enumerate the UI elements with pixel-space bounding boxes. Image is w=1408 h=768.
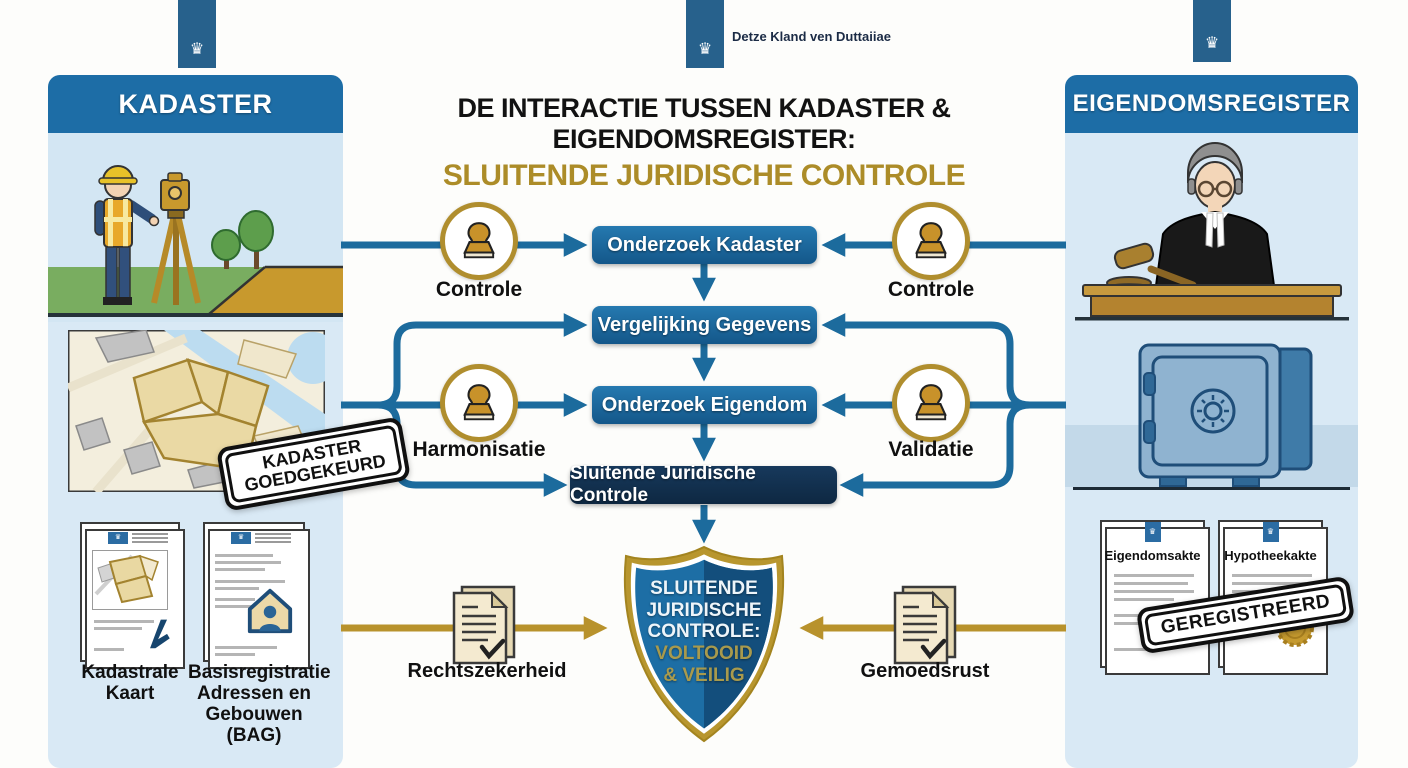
rubber-stamp-icon — [915, 222, 947, 259]
stamp-circle-harmonisatie — [440, 364, 518, 442]
title-line-1: DE INTERACTIE TUSSEN KADASTER & EIGENDOM… — [457, 93, 951, 154]
gemoedsrust-label: Gemoedsrust — [860, 660, 990, 682]
rechtszekerheid-documents-icon — [452, 585, 516, 665]
crown-emblem-icon: ♛ — [189, 41, 205, 58]
surveyor-illustration — [48, 133, 343, 322]
deed-ribbon-icon: ♛ — [1144, 522, 1161, 542]
flow-box-label: Sluitende Juridische Controle — [570, 463, 756, 506]
stamp-circle-validatie — [892, 364, 970, 442]
rubber-stamp-icon — [463, 384, 495, 421]
government-logo-banner-left: ♛ — [178, 0, 216, 68]
safe-dial-icon — [1190, 388, 1236, 434]
eigendomsregister-panel: EIGENDOMSREGISTER — [1065, 75, 1358, 768]
flow-box-label: Onderzoek Kadaster — [607, 233, 802, 256]
checkmark-icon — [920, 638, 947, 660]
shield-text: SLUITENDE JURIDISCHE CONTROLE: VOLTOOID … — [629, 578, 779, 686]
page-title: DE INTERACTIE TUSSEN KADASTER & EIGENDOM… — [352, 93, 1056, 193]
surveyor-figure — [94, 165, 160, 305]
government-agency-label: Detze Kland ven Duttaiiae — [732, 29, 891, 44]
deed-ribbon-icon: ♛ — [1262, 522, 1279, 542]
hypotheekakte-title: Hypotheekakte — [1224, 548, 1317, 563]
notary-figure — [1153, 142, 1277, 294]
notary-illustration — [1075, 142, 1349, 321]
rubber-stamp-icon — [463, 222, 495, 259]
validatie-label: Validatie — [888, 438, 974, 461]
government-logo-banner-right: ♛ — [1193, 0, 1231, 62]
controle-left-label: Controle — [435, 278, 523, 301]
tree-icon — [211, 210, 274, 269]
gemoedsrust-documents-icon — [893, 585, 957, 665]
rechtszekerheid-label: Rechtszekerheid — [407, 660, 567, 682]
controle-right-label: Controle — [887, 278, 975, 301]
kadaster-panel-header: KADASTER — [48, 75, 343, 133]
flow-box-vergelijking-gegevens: Vergelijking Gegevens — [592, 306, 817, 344]
kadastrale-kaart-document: ♛ — [80, 522, 185, 669]
shield-line-gold: & VEILIG — [663, 664, 745, 686]
checkmark-icon — [479, 638, 506, 660]
bag-document: ♛ — [203, 522, 310, 669]
flow-box-label: Onderzoek Eigendom — [601, 393, 808, 416]
mini-map-thumbnail — [92, 550, 168, 610]
flow-box-sluitende-juridische-controle: Sluitende Juridische Controle — [570, 463, 837, 506]
crown-emblem-icon: ♛ — [697, 41, 713, 58]
kadastrale-kaart-label: Kadastrale Kaart — [81, 662, 179, 704]
eigendomsakte-title: Eigendomsakte — [1104, 548, 1201, 563]
rubber-stamp-icon — [915, 384, 947, 421]
shield-badge: SLUITENDE JURIDISCHE CONTROLE: VOLTOOID … — [612, 542, 796, 748]
eigendomsregister-panel-header: EIGENDOMSREGISTER — [1065, 75, 1358, 133]
crown-emblem-icon: ♛ — [1204, 35, 1220, 52]
harmonisatie-label: Harmonisatie — [412, 438, 546, 461]
flow-box-onderzoek-kadaster: Onderzoek Kadaster — [592, 226, 817, 264]
mini-gov-logo: ♛ — [231, 532, 251, 544]
eigendomsregister-panel-title: EIGENDOMSREGISTER — [1072, 90, 1351, 117]
stamp-circle-controle-right — [892, 202, 970, 280]
flow-box-label: Vergelijking Gegevens — [597, 313, 812, 336]
title-line-2: SLUITENDE JURIDISCHE CONTROLE — [442, 159, 966, 192]
kadaster-panel-title: KADASTER — [118, 88, 273, 119]
bag-house-icon — [247, 588, 293, 634]
shield-line: JURIDISCHE — [646, 599, 762, 621]
mini-gov-logo: ♛ — [108, 532, 128, 544]
government-logo-banner-center: ♛ — [686, 0, 724, 68]
stamp-circle-controle-left — [440, 202, 518, 280]
mini-logo-text — [255, 533, 291, 545]
shield-line: CONTROLE: — [647, 621, 761, 643]
kadaster-panel: KADASTER — [48, 75, 343, 768]
flow-box-onderzoek-eigendom: Onderzoek Eigendom — [592, 386, 817, 424]
tripod-theodolite-icon — [151, 172, 201, 305]
shield-line-gold: VOLTOOID — [655, 642, 753, 664]
shield-line: SLUITENDE — [650, 578, 758, 599]
shield-icon — [623, 545, 785, 743]
safe-illustration — [1065, 343, 1358, 490]
bag-label: Basisregistratie Adressen en Gebouwen (B… — [188, 662, 331, 746]
mini-logo-text — [132, 533, 168, 545]
kadaster-logo-icon — [150, 619, 170, 649]
